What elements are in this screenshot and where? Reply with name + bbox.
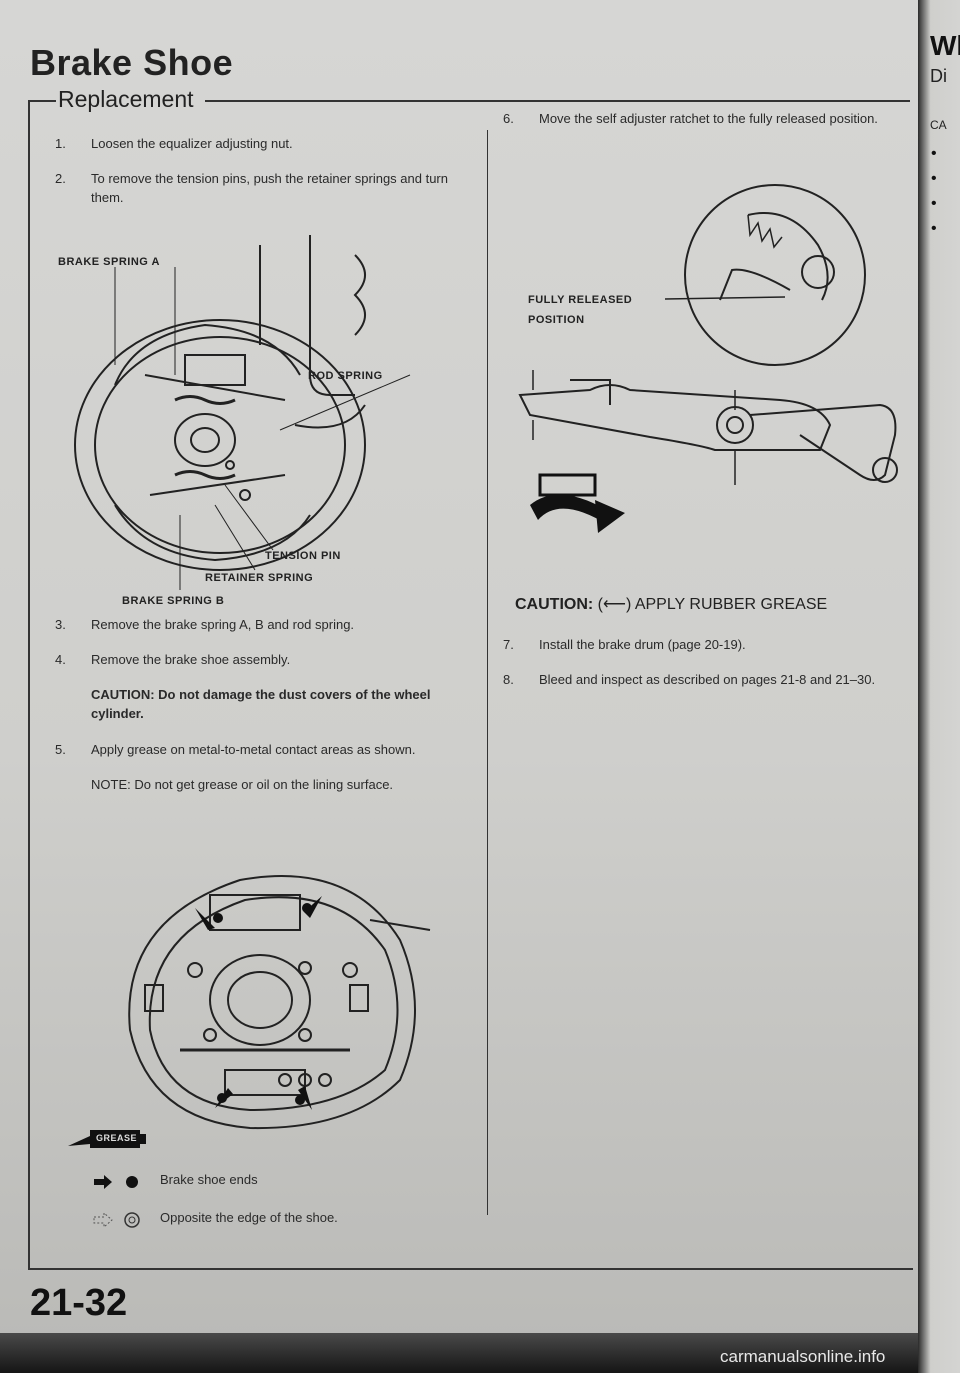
rubber-grease-caution: CAUTION: (⟵) APPLY RUBBER GREASE xyxy=(515,594,827,614)
step-2: 2. To remove the tension pins, push the … xyxy=(55,170,465,208)
outline-arrow-dot-icon xyxy=(93,1211,140,1229)
step-1: 1. Loosen the equalizer adjusting nut. xyxy=(55,135,465,154)
note-lining: NOTE: Do not get grease or oil on the li… xyxy=(91,777,394,793)
edge-subheading: Di xyxy=(930,66,947,86)
edge-caution: CA xyxy=(930,118,947,132)
left-column: 1. Loosen the equalizer adjusting nut. 2… xyxy=(55,135,465,224)
step-text: Remove the brake shoe assembly. xyxy=(91,651,291,667)
frame-left-line xyxy=(28,100,30,1270)
self-adjuster-figure xyxy=(518,184,898,533)
edge-heading: Wh xyxy=(930,30,960,61)
right-column-lower: 7. Install the brake drum (page 20-19). … xyxy=(503,636,908,706)
step-text: Apply grease on metal-to-metal contact a… xyxy=(91,742,416,758)
manual-page: Brake Shoe Replacement 1. Loosen the equ… xyxy=(0,0,918,1373)
watermark: carmanualsonline.info xyxy=(720,1347,886,1366)
edge-bullet: • xyxy=(931,170,937,187)
step-text: Bleed and inspect as described on pages … xyxy=(539,671,876,687)
step-text: Move the self adjuster ratchet to the fu… xyxy=(539,111,878,126)
step-number: 2. xyxy=(55,170,66,186)
photo-bottom-shadow xyxy=(0,1333,918,1373)
header-rule xyxy=(205,100,910,102)
caution-dust-covers: CAUTION: Do not damage the dust covers o… xyxy=(91,686,431,721)
step-3: 3. Remove the brake spring A, B and rod … xyxy=(55,616,465,635)
step-number: 5. xyxy=(55,742,66,758)
right-column: 6. Move the self adjuster ratchet to the… xyxy=(503,110,908,145)
step-4: 4. Remove the brake shoe assembly. xyxy=(55,651,465,670)
label-position: POSITION xyxy=(528,314,585,326)
frame-bottom-line xyxy=(28,1268,913,1270)
column-divider xyxy=(487,130,488,1215)
step-number: 8. xyxy=(503,671,514,687)
left-column-lower: 3. Remove the brake spring A, B and rod … xyxy=(55,616,465,813)
edge-bullet: • xyxy=(931,145,937,162)
grease-points-figure xyxy=(128,875,431,1130)
caution-symbol: (⟵) xyxy=(597,596,632,613)
step-number: 7. xyxy=(503,637,514,652)
header-rule-left xyxy=(28,100,56,102)
label-rod-spring: ROD SPRING xyxy=(308,370,383,382)
legend-item: Opposite the edge of the shoe. xyxy=(160,1210,338,1225)
legend-item: Brake shoe ends xyxy=(160,1172,258,1187)
step-5: 5. Apply grease on metal-to-metal contac… xyxy=(55,741,465,760)
brake-assembly-figure xyxy=(74,235,411,590)
label-fully-released: FULLY RELEASED xyxy=(528,294,633,306)
edge-bullet: • xyxy=(931,195,937,212)
step-7: 7. Install the brake drum (page 20-19). xyxy=(503,636,908,655)
step-text: Loosen the equalizer adjusting nut. xyxy=(91,136,293,151)
step-number: 6. xyxy=(503,111,514,126)
page-title: Brake Shoe xyxy=(30,42,234,83)
page-number: 21-32 xyxy=(30,1282,128,1324)
caution-prefix: CAUTION: xyxy=(515,596,594,613)
label-tension-pin: TENSION PIN xyxy=(265,550,341,562)
step-6: 6. Move the self adjuster ratchet to the… xyxy=(503,110,908,129)
caution-text: APPLY RUBBER GREASE xyxy=(634,596,828,613)
next-page-edge: Wh Di CA • • • • xyxy=(918,0,960,1373)
step-number: 4. xyxy=(55,651,66,667)
step-8: 8. Bleed and inspect as described on pag… xyxy=(503,671,908,690)
grease-tag-label: GREASE xyxy=(96,1133,138,1143)
label-brake-spring-a: BRAKE SPRING A xyxy=(58,256,160,268)
step-text: Remove the brake spring A, B and rod spr… xyxy=(91,617,355,632)
solid-arrow-dot-icon xyxy=(94,1175,138,1189)
step-number: 3. xyxy=(55,617,66,632)
step-number: 1. xyxy=(55,136,66,151)
step-text: To remove the tension pins, push the ret… xyxy=(91,170,448,205)
label-retainer-spring: RETAINER SPRING xyxy=(205,572,314,584)
label-brake-spring-b: BRAKE SPRING B xyxy=(122,595,225,607)
section-subtitle: Replacement xyxy=(58,86,194,112)
step-text: Install the brake drum (page 20-19). xyxy=(539,637,746,652)
grease-tube-icon xyxy=(68,1130,146,1148)
edge-bullet: • xyxy=(931,220,937,237)
